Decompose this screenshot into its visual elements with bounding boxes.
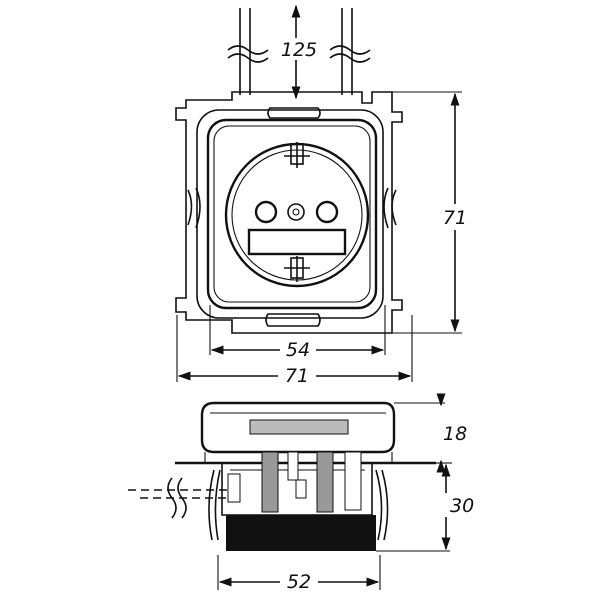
earth-contact-bottom [284, 256, 310, 282]
dimension-label-71-horizontal: 71 [285, 365, 309, 387]
contact-1 [261, 451, 279, 513]
cover-plate [206, 118, 378, 310]
pin-hole-left [254, 200, 278, 224]
earth-contact-top [284, 142, 310, 168]
side-label-window [249, 419, 349, 435]
label-window [247, 228, 347, 256]
wire-right [329, 8, 371, 95]
dimension-label-71-vertical: 71 [443, 207, 467, 229]
pin-hole-right [315, 200, 339, 224]
side-clip-right [383, 187, 397, 229]
contact-4 [344, 451, 362, 511]
side-wire [128, 477, 230, 519]
front-view: 125 [175, 4, 470, 387]
side-clip-left [187, 187, 201, 229]
side-base [226, 515, 376, 551]
claw-right [381, 469, 389, 541]
wire-left [227, 8, 269, 95]
contact-2 [287, 451, 299, 481]
contact-3 [316, 451, 334, 513]
clip-bottom [265, 313, 321, 327]
dimension-label-18: 18 [443, 423, 467, 445]
dimension-label-125: 125 [281, 39, 317, 61]
dimension-label-30: 30 [450, 495, 474, 517]
claw-left [208, 469, 215, 541]
clip-top [267, 107, 321, 119]
side-view: 18 30 52 [128, 393, 474, 593]
dimension-label-52: 52 [287, 571, 311, 593]
side-cover [200, 401, 396, 454]
plate-frame [196, 109, 384, 319]
dimension-label-54: 54 [286, 339, 310, 361]
center-screw [287, 203, 305, 221]
